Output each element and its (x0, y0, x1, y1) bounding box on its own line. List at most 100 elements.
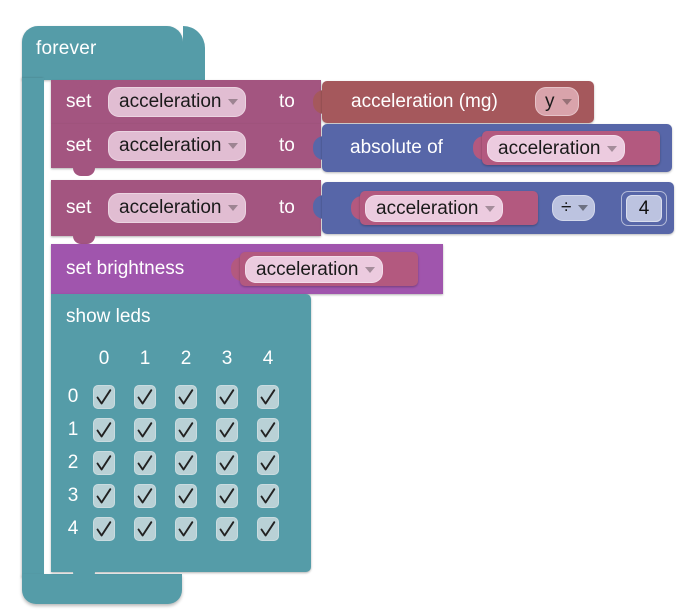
set-brightness-label: set brightness (66, 258, 185, 279)
led-row-header-2: 2 (67, 452, 79, 473)
variable-reporter-dropdown-2-value: acceleration (498, 137, 601, 159)
variable-reporter-tab-4 (231, 257, 242, 281)
forever-block-spine (22, 78, 44, 578)
led-row-header-4: 4 (67, 518, 79, 539)
set-to-label-3: to (279, 197, 295, 218)
block-notch (73, 180, 95, 188)
check-icon (178, 455, 194, 471)
led-column-header-0: 0 (98, 348, 110, 369)
check-icon (137, 389, 153, 405)
led-checkbox-0-4[interactable] (257, 385, 279, 409)
led-checkbox-1-3[interactable] (216, 418, 238, 442)
chevron-down-icon (561, 98, 572, 105)
set-variable-block-1[interactable]: set acceleration to (51, 80, 321, 132)
variable-reporter-dropdown-4[interactable]: acceleration (245, 256, 384, 283)
check-icon (96, 488, 112, 504)
acceleration-sensor-block[interactable]: acceleration (mg) y (322, 81, 594, 123)
check-icon (219, 389, 235, 405)
block-notch (73, 244, 95, 252)
check-icon (96, 389, 112, 405)
led-column-header-3: 3 (221, 348, 233, 369)
show-leds-label: show leds (66, 306, 151, 327)
led-checkbox-0-0[interactable] (93, 385, 115, 409)
set-keyword-1: set (66, 91, 92, 112)
chevron-down-icon (228, 205, 239, 211)
variable-reporter-tab-2 (473, 136, 484, 160)
check-icon (260, 389, 276, 405)
check-icon (96, 455, 112, 471)
variable-reporter-dropdown-3-value: acceleration (376, 197, 479, 219)
check-icon (137, 521, 153, 537)
led-checkbox-1-4[interactable] (257, 418, 279, 442)
variable-reporter-dropdown-3[interactable]: acceleration (365, 195, 504, 222)
led-checkbox-1-2[interactable] (175, 418, 197, 442)
check-icon (260, 455, 276, 471)
variable-dropdown-2[interactable]: acceleration (108, 131, 247, 161)
led-checkbox-4-4[interactable] (257, 517, 279, 541)
variable-reporter-block-3[interactable]: acceleration (360, 191, 538, 225)
set-variable-block-3[interactable]: set acceleration to (51, 180, 321, 244)
block-bump (73, 168, 95, 176)
led-row-header-0: 0 (67, 386, 79, 407)
led-column-header-2: 2 (180, 348, 192, 369)
chevron-down-icon (365, 266, 376, 273)
number-input-shell (621, 191, 667, 226)
number-input[interactable]: 4 (626, 195, 662, 222)
check-icon (137, 488, 153, 504)
led-checkbox-0-1[interactable] (134, 385, 156, 409)
variable-reporter-tab-3 (351, 196, 362, 220)
led-checkbox-4-1[interactable] (134, 517, 156, 541)
chevron-down-icon (228, 99, 239, 105)
axis-dropdown[interactable]: y (535, 87, 579, 116)
reporter-tab-1 (313, 90, 324, 114)
variable-reporter-block-4[interactable]: acceleration (240, 252, 418, 286)
check-icon (219, 455, 235, 471)
led-checkbox-4-0[interactable] (93, 517, 115, 541)
check-icon (260, 521, 276, 537)
led-checkbox-3-0[interactable] (93, 484, 115, 508)
led-checkbox-2-1[interactable] (134, 451, 156, 475)
led-checkbox-2-2[interactable] (175, 451, 197, 475)
led-checkbox-4-3[interactable] (216, 517, 238, 541)
led-checkbox-0-3[interactable] (216, 385, 238, 409)
check-icon (260, 488, 276, 504)
variable-dropdown-3[interactable]: acceleration (108, 193, 247, 223)
led-checkbox-3-2[interactable] (175, 484, 197, 508)
check-icon (260, 422, 276, 438)
absolute-of-block[interactable]: absolute of acceleration (322, 124, 672, 172)
led-checkbox-2-0[interactable] (93, 451, 115, 475)
division-block[interactable]: acceleration ÷ 4 (322, 182, 674, 234)
variable-reporter-dropdown-4-value: acceleration (256, 258, 359, 280)
led-checkbox-1-1[interactable] (134, 418, 156, 442)
chevron-down-icon (607, 145, 618, 152)
led-checkbox-1-0[interactable] (93, 418, 115, 442)
led-checkbox-2-3[interactable] (216, 451, 238, 475)
acceleration-sensor-label: acceleration (mg) (351, 91, 498, 112)
forever-block-header[interactable] (22, 26, 205, 80)
led-checkbox-4-2[interactable] (175, 517, 197, 541)
forever-label: forever (36, 38, 97, 59)
set-variable-block-2[interactable]: set acceleration to (51, 124, 321, 176)
variable-reporter-dropdown-2[interactable]: acceleration (487, 135, 626, 162)
led-checkbox-3-1[interactable] (134, 484, 156, 508)
led-column-header-4: 4 (262, 348, 274, 369)
reporter-tab-3 (313, 195, 324, 219)
led-checkbox-3-3[interactable] (216, 484, 238, 508)
variable-dropdown-1[interactable]: acceleration (108, 87, 247, 117)
check-icon (178, 521, 194, 537)
check-icon (178, 389, 194, 405)
led-checkbox-3-4[interactable] (257, 484, 279, 508)
variable-dropdown-2-value: acceleration (119, 135, 222, 156)
axis-dropdown-value: y (545, 90, 555, 112)
check-icon (178, 488, 194, 504)
led-row-header-3: 3 (67, 485, 79, 506)
operator-dropdown[interactable]: ÷ (552, 195, 596, 221)
set-brightness-block[interactable]: set brightness acceleration (51, 244, 443, 302)
led-checkbox-0-2[interactable] (175, 385, 197, 409)
led-checkbox-2-4[interactable] (257, 451, 279, 475)
set-to-label-2: to (279, 135, 295, 156)
variable-reporter-block-2[interactable]: acceleration (482, 131, 660, 165)
block-bump (73, 572, 95, 580)
variable-dropdown-3-value: acceleration (119, 197, 222, 218)
